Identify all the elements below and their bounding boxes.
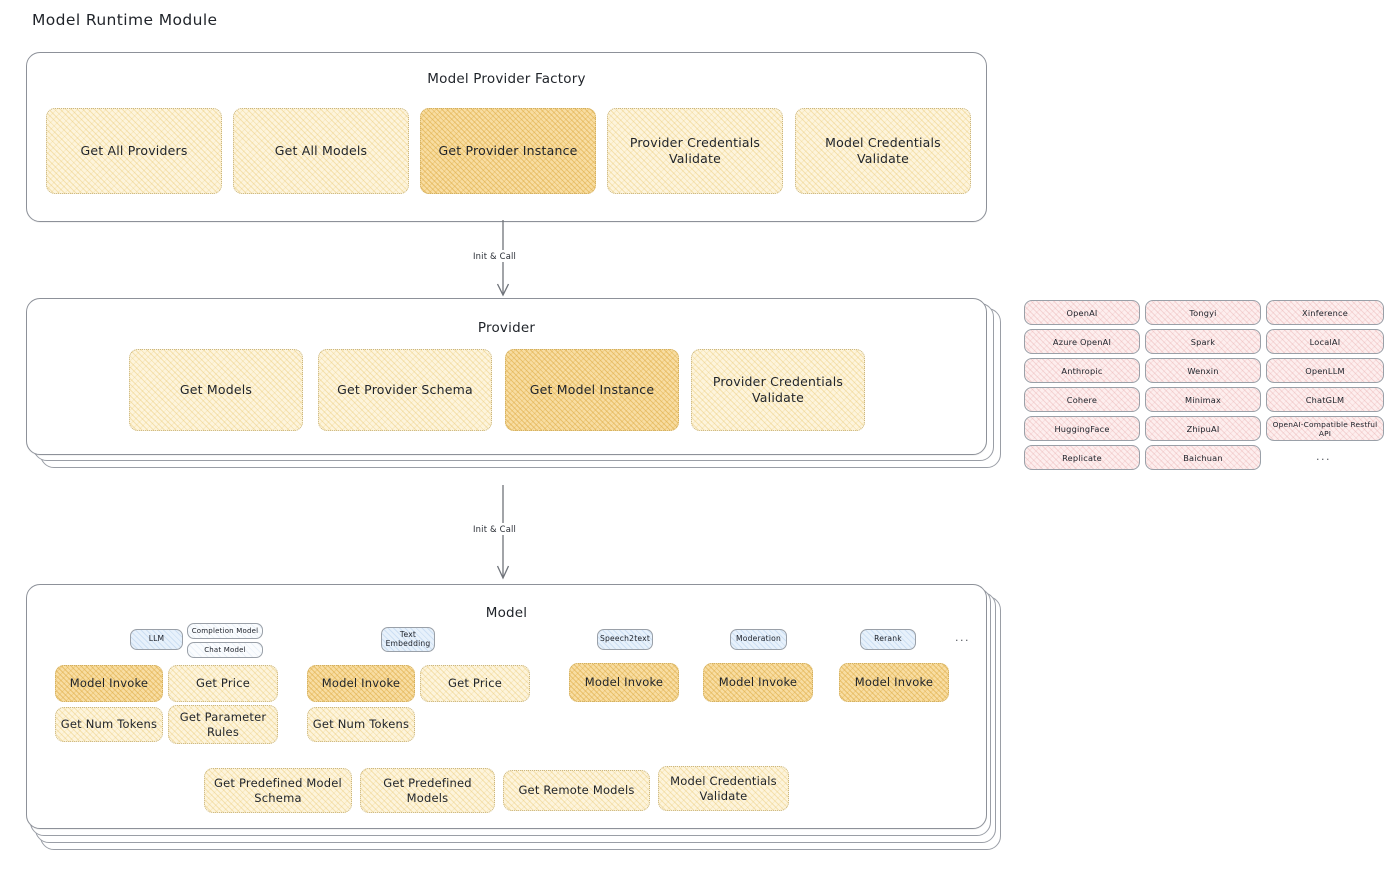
model-subtype-badge-chat-model[interactable]: Chat Model bbox=[187, 642, 263, 658]
provider-chip-huggingface[interactable]: HuggingFace bbox=[1024, 416, 1140, 441]
provider-chip-minimax[interactable]: Minimax bbox=[1145, 387, 1261, 412]
provider-chip-wenxin[interactable]: Wenxin bbox=[1145, 358, 1261, 383]
model-provider-factory-panel: Model Provider Factory Get All Providers… bbox=[26, 52, 987, 222]
provider-chip-openai-compatible-restful-api[interactable]: OpenAI-Compatible Restful API bbox=[1266, 416, 1384, 441]
model-type-badge-rerank[interactable]: Rerank bbox=[860, 629, 916, 650]
arrow-factory-to-provider: Init & Call bbox=[470, 220, 600, 300]
provider-title: Provider bbox=[477, 320, 536, 336]
provider-box-get-models[interactable]: Get Models bbox=[129, 349, 303, 431]
model-types-more: ... bbox=[955, 631, 970, 644]
provider-box-provider-credentials-validate[interactable]: Provider Credentials Validate bbox=[691, 349, 865, 431]
model-op-llm-get-price[interactable]: Get Price bbox=[168, 665, 278, 702]
model-op-moderation-model-invoke[interactable]: Model Invoke bbox=[703, 663, 813, 702]
provider-chip-azure-openai[interactable]: Azure OpenAI bbox=[1024, 329, 1140, 354]
provider-chip-zhipuai[interactable]: ZhipuAI bbox=[1145, 416, 1261, 441]
factory-box-provider-credentials-validate[interactable]: Provider Credentials Validate bbox=[607, 108, 783, 194]
model-type-badge-llm[interactable]: LLM bbox=[130, 629, 183, 650]
provider-panel: Provider Get Models Get Provider Schema … bbox=[26, 298, 987, 455]
model-common-op-get-remote-models[interactable]: Get Remote Models bbox=[503, 770, 650, 811]
arrow-label-init-and-call-1: Init & Call bbox=[470, 250, 520, 262]
provider-chip-cohere[interactable]: Cohere bbox=[1024, 387, 1140, 412]
provider-chip-baichuan[interactable]: Baichuan bbox=[1145, 445, 1261, 470]
model-type-badge-moderation[interactable]: Moderation bbox=[730, 629, 787, 650]
model-op-text-embedding-model-invoke[interactable]: Model Invoke bbox=[307, 665, 415, 702]
provider-list-more: ... bbox=[1316, 450, 1331, 463]
arrow-provider-to-model: Init & Call bbox=[470, 485, 600, 583]
provider-chip-tongyi[interactable]: Tongyi bbox=[1145, 300, 1261, 325]
factory-box-model-credentials-validate[interactable]: Model Credentials Validate bbox=[795, 108, 971, 194]
factory-box-get-provider-instance[interactable]: Get Provider Instance bbox=[420, 108, 596, 194]
provider-chip-replicate[interactable]: Replicate bbox=[1024, 445, 1140, 470]
model-op-speech2text-model-invoke[interactable]: Model Invoke bbox=[569, 663, 679, 702]
factory-box-get-all-providers[interactable]: Get All Providers bbox=[46, 108, 222, 194]
provider-chip-xinference[interactable]: Xinference bbox=[1266, 300, 1384, 325]
provider-chip-spark[interactable]: Spark bbox=[1145, 329, 1261, 354]
model-common-op-model-credentials-validate[interactable]: Model Credentials Validate bbox=[658, 766, 789, 811]
arrow-label-init-and-call-2: Init & Call bbox=[470, 523, 520, 535]
provider-chip-openai[interactable]: OpenAI bbox=[1024, 300, 1140, 325]
factory-box-get-all-models[interactable]: Get All Models bbox=[233, 108, 409, 194]
provider-list: OpenAI Azure OpenAI Anthropic Cohere Hug… bbox=[1024, 300, 1384, 475]
provider-chip-localai[interactable]: LocalAI bbox=[1266, 329, 1384, 354]
model-common-op-get-predefined-models[interactable]: Get Predefined Models bbox=[360, 768, 495, 813]
provider-box-get-model-instance[interactable]: Get Model Instance bbox=[505, 349, 679, 431]
model-op-llm-get-num-tokens[interactable]: Get Num Tokens bbox=[55, 707, 163, 742]
page-title: Model Runtime Module bbox=[32, 11, 218, 29]
model-op-rerank-model-invoke[interactable]: Model Invoke bbox=[839, 663, 949, 702]
provider-chip-openllm[interactable]: OpenLLM bbox=[1266, 358, 1384, 383]
model-panel: Model LLM Completion Model Chat Model Mo… bbox=[26, 584, 987, 829]
model-op-llm-get-parameter-rules[interactable]: Get Parameter Rules bbox=[168, 705, 278, 744]
model-op-text-embedding-get-num-tokens[interactable]: Get Num Tokens bbox=[307, 707, 415, 742]
model-type-badge-text-embedding[interactable]: Text Embedding bbox=[381, 627, 435, 652]
provider-chip-anthropic[interactable]: Anthropic bbox=[1024, 358, 1140, 383]
model-op-llm-model-invoke[interactable]: Model Invoke bbox=[55, 665, 163, 702]
provider-chip-chatglm[interactable]: ChatGLM bbox=[1266, 387, 1384, 412]
model-common-op-get-predefined-model-schema[interactable]: Get Predefined Model Schema bbox=[204, 768, 352, 813]
model-type-badge-speech2text[interactable]: Speech2text bbox=[597, 629, 653, 650]
provider-box-get-provider-schema[interactable]: Get Provider Schema bbox=[318, 349, 492, 431]
model-op-text-embedding-get-price[interactable]: Get Price bbox=[420, 665, 530, 702]
model-provider-factory-title: Model Provider Factory bbox=[427, 71, 586, 87]
model-subtype-badge-completion-model[interactable]: Completion Model bbox=[187, 623, 263, 639]
model-title: Model bbox=[485, 605, 528, 621]
